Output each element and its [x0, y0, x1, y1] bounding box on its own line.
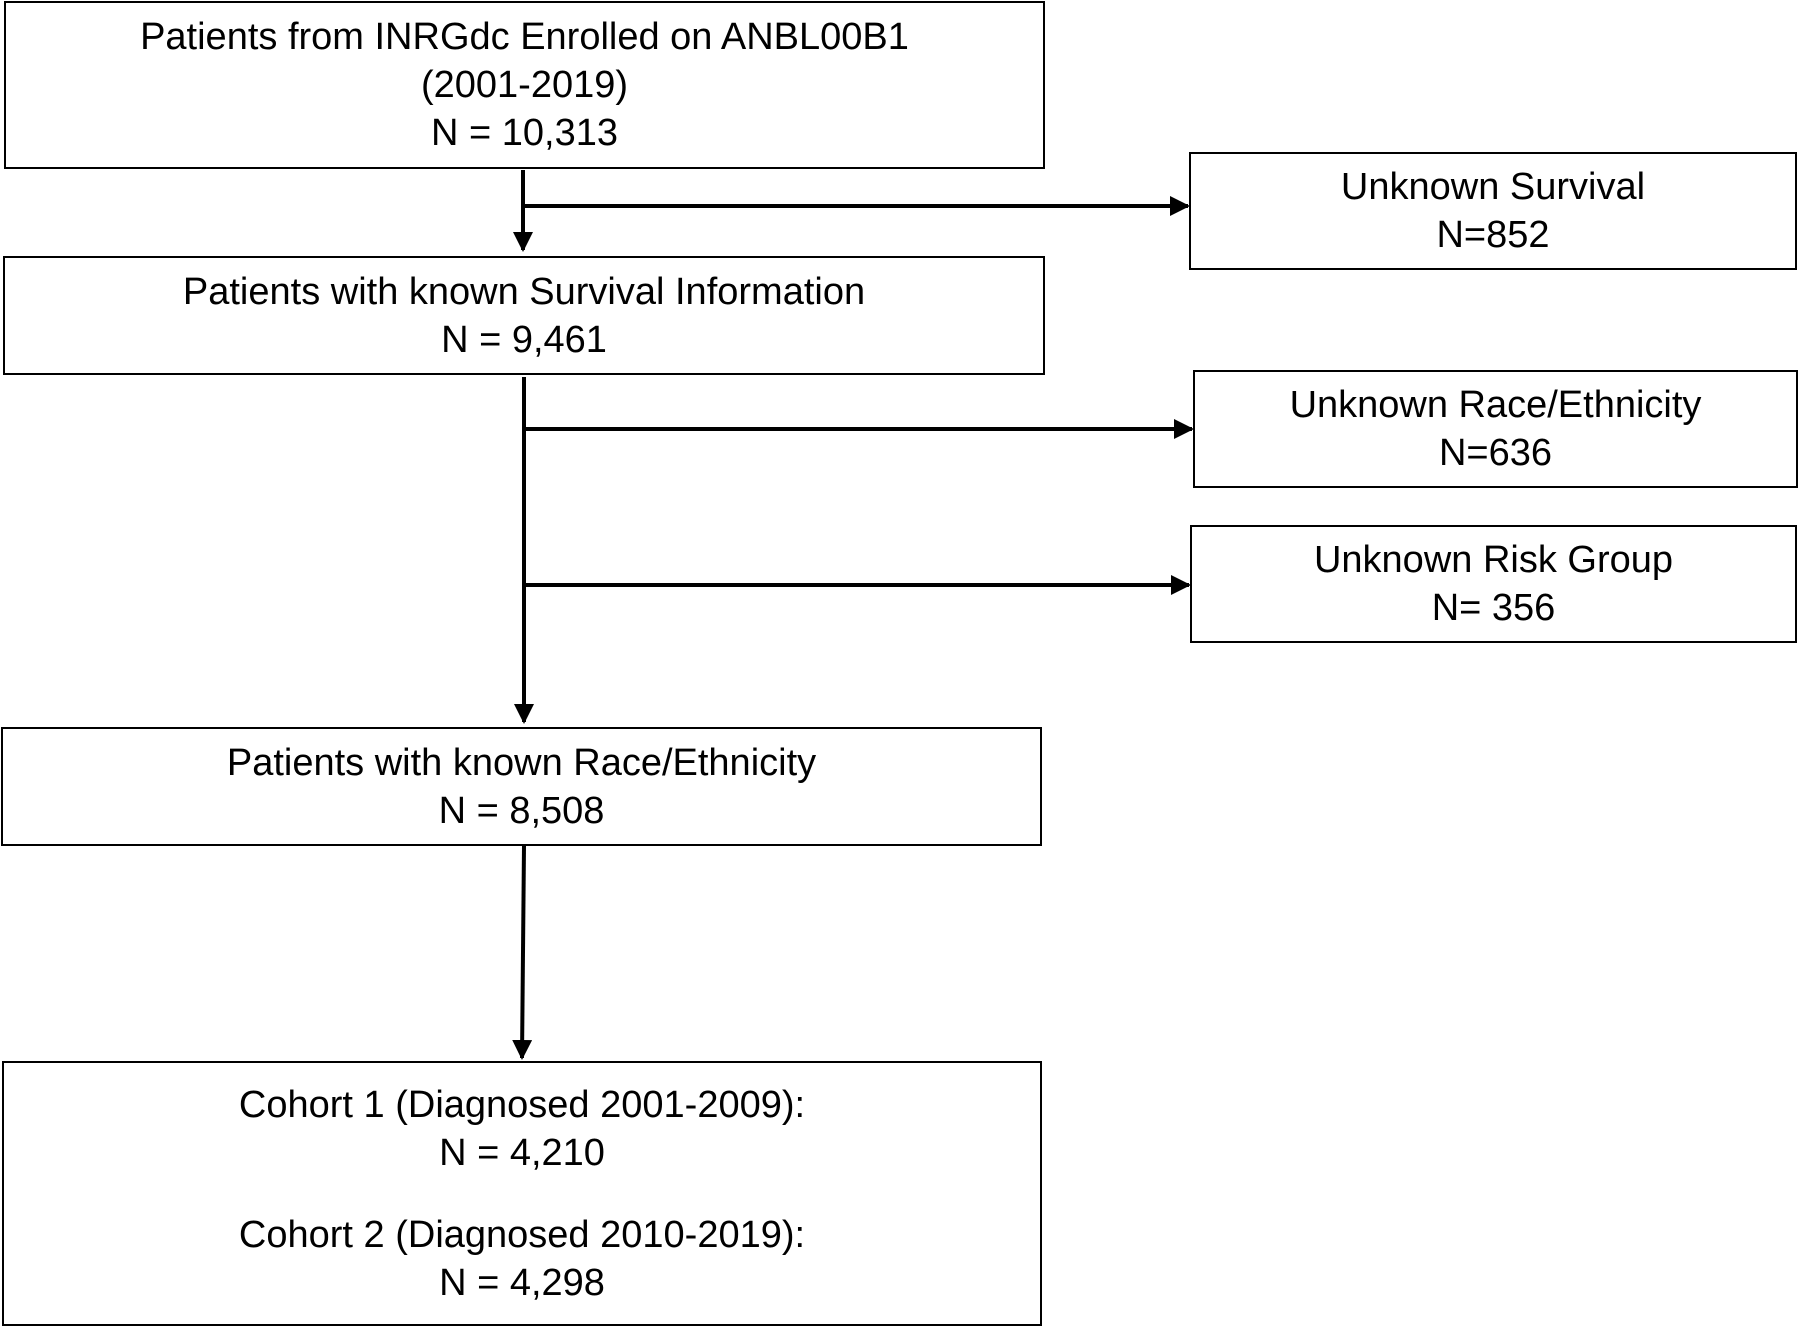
enrolled-count: N = 10,313 — [431, 112, 618, 154]
arrow-known-race-to-cohorts — [512, 845, 533, 1060]
known-survival-box: Patients with known Survival Information… — [3, 256, 1045, 375]
unknown-survival-title: Unknown Survival — [1340, 166, 1646, 208]
known-survival-title: Patients with known Survival Information — [182, 270, 866, 313]
unknown-risk-box: Unknown Risk Group N= 356 — [1190, 525, 1797, 643]
unknown-risk-title: Unknown Risk Group — [1313, 539, 1674, 581]
cohort-2-label: Cohort 2 (Diagnosed 2010-2019): — [238, 1213, 806, 1256]
unknown-race-title: Unknown Race/Ethnicity — [1289, 384, 1702, 426]
unknown-risk-count: N= 356 — [1431, 587, 1556, 629]
unknown-race-box: Unknown Race/Ethnicity N=636 — [1193, 370, 1798, 488]
known-survival-count: N = 9,461 — [441, 318, 607, 361]
known-race-count: N = 8,508 — [438, 789, 605, 832]
cohort-1-label: Cohort 1 (Diagnosed 2001-2009): — [238, 1083, 806, 1126]
enrolled-years: (2001-2019) — [420, 64, 629, 106]
known-race-title: Patients with known Race/Ethnicity — [226, 741, 817, 784]
unknown-survival-count: N=852 — [1436, 214, 1550, 256]
cohort-2-count: N = 4,298 — [439, 1261, 605, 1304]
cohort-1-count: N = 4,210 — [439, 1131, 605, 1174]
known-race-box: Patients with known Race/Ethnicity N = 8… — [1, 727, 1042, 846]
cohorts-box: Cohort 1 (Diagnosed 2001-2009): N = 4,21… — [2, 1061, 1042, 1326]
enrolled-patients-box: Patients from INRGdc Enrolled on ANBL00B… — [4, 1, 1045, 169]
enrolled-title: Patients from INRGdc Enrolled on ANBL00B… — [140, 16, 909, 58]
unknown-survival-box: Unknown Survival N=852 — [1189, 152, 1797, 270]
unknown-race-count: N=636 — [1438, 432, 1553, 474]
